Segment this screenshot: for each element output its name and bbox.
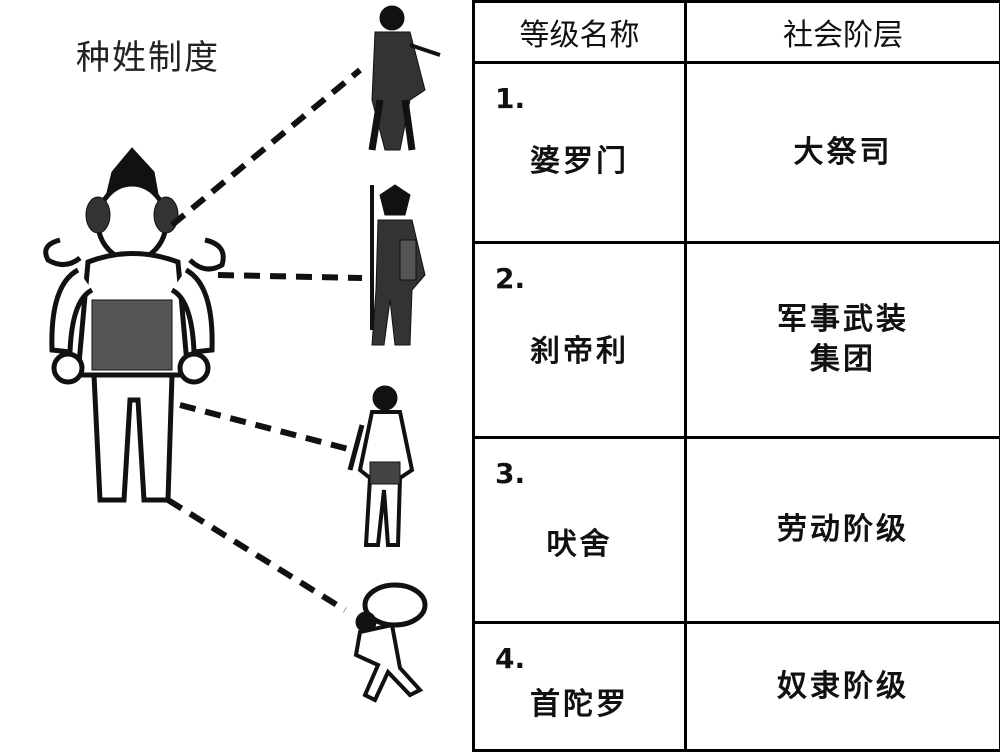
- rank-name-cell: 1. 婆罗门: [474, 63, 686, 243]
- connector-line: [218, 275, 362, 278]
- social-class-cell: 劳动阶级: [686, 438, 1000, 623]
- deity-figure: [46, 148, 224, 500]
- social-class-cell: 大祭司: [686, 63, 1000, 243]
- table-header-row: 等级名称 社会阶层: [474, 2, 1000, 63]
- rank-number: 3.: [495, 457, 525, 490]
- connector-line: [168, 500, 345, 610]
- header-rank-name: 等级名称: [474, 2, 686, 63]
- table-row: 3. 吠舍 劳动阶级: [474, 438, 1000, 623]
- table-row: 1. 婆罗门 大祭司: [474, 63, 1000, 243]
- shudra-figure: [356, 585, 425, 700]
- rank-name-cell: 3. 吠舍: [474, 438, 686, 623]
- rank-number: 1.: [495, 82, 525, 115]
- social-class-label: 集团: [687, 340, 999, 380]
- table-row: 2. 刹帝利 军事武装 集团: [474, 243, 1000, 438]
- rank-number: 2.: [495, 262, 525, 295]
- caste-illustration: [0, 0, 470, 750]
- rank-name: 首陀罗: [475, 679, 684, 723]
- rank-name-cell: 4. 首陀罗: [474, 623, 686, 751]
- rank-name: 刹帝利: [475, 326, 684, 370]
- connector-line: [180, 405, 352, 450]
- rank-name: 婆罗门: [475, 136, 684, 180]
- social-class-label: 军事武装: [687, 300, 999, 340]
- connector-line: [172, 70, 360, 225]
- rank-name: 吠舍: [475, 519, 684, 563]
- header-social-class: 社会阶层: [686, 2, 1000, 63]
- social-class-label: 大祭司: [687, 133, 999, 173]
- social-class-label: 奴隶阶级: [687, 667, 999, 707]
- rank-number: 4.: [495, 642, 525, 675]
- vaishya-figure: [350, 386, 412, 545]
- social-class-cell: 奴隶阶级: [686, 623, 1000, 751]
- kshatriya-figure: [372, 185, 425, 345]
- brahmin-figure: [372, 6, 440, 150]
- social-class-label: 劳动阶级: [687, 510, 999, 550]
- caste-table: 等级名称 社会阶层 1. 婆罗门 大祭司 2. 刹帝利 军事武装 集团 3. 吠…: [472, 0, 1000, 752]
- table-row: 4. 首陀罗 奴隶阶级: [474, 623, 1000, 751]
- social-class-cell: 军事武装 集团: [686, 243, 1000, 438]
- rank-name-cell: 2. 刹帝利: [474, 243, 686, 438]
